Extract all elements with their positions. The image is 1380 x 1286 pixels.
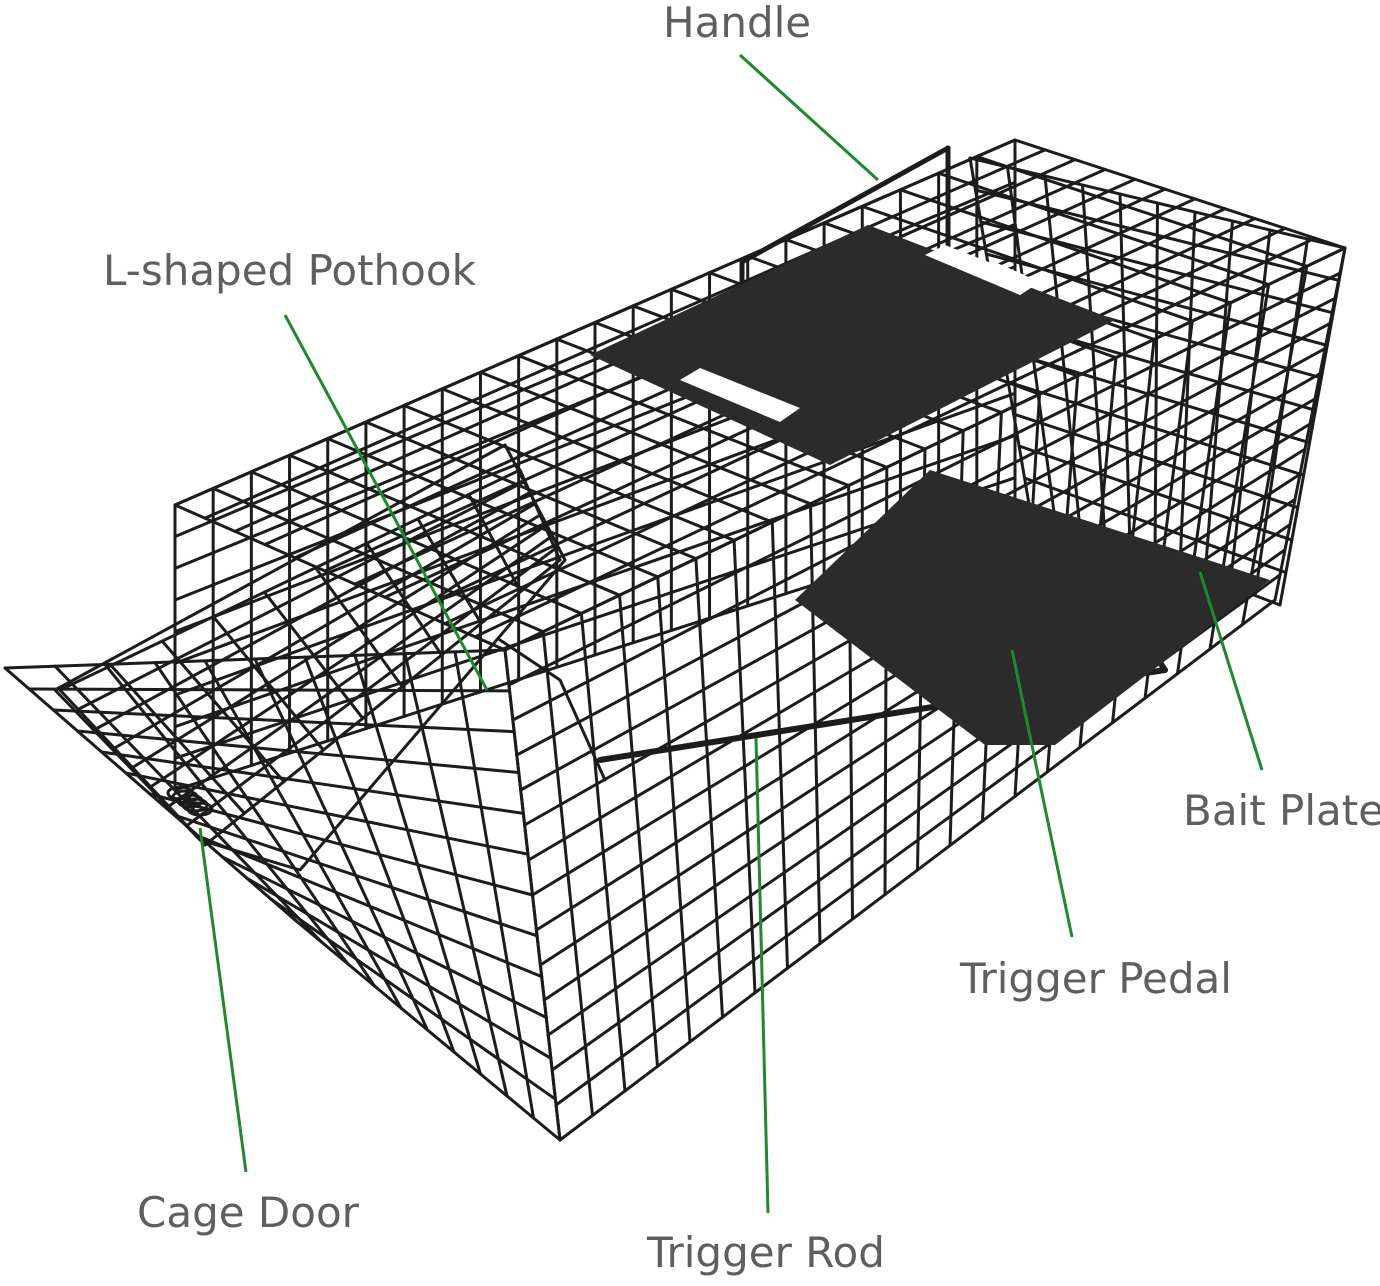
- mesh-wire-end: [1001, 348, 1312, 445]
- mesh-wire-top: [173, 503, 507, 652]
- mesh-wire-floor: [293, 918, 562, 1142]
- bait-plate: [795, 470, 1270, 745]
- mesh-wire-end: [1006, 380, 1306, 477]
- mesh-wire-front: [558, 598, 1277, 1142]
- mesh-wire-top: [173, 138, 1017, 507]
- mesh-wire-floor: [76, 729, 521, 774]
- top-plate: [590, 225, 1115, 465]
- leader-bait-plate: [1198, 571, 1264, 771]
- mesh-wire-door: [94, 491, 532, 731]
- leader-trigger-pedal: [1010, 649, 1074, 938]
- mesh-wire-top: [898, 188, 1232, 305]
- mesh-wire-floor: [100, 750, 525, 815]
- mesh-wire-top: [326, 437, 660, 579]
- mesh-wire-top: [975, 155, 1309, 268]
- mesh-wire-end: [1043, 174, 1082, 531]
- mesh-wire-back: [173, 391, 1017, 697]
- mesh-wire-floor: [245, 876, 553, 1060]
- mesh-wire-top: [203, 148, 1047, 520]
- cage-plates: [590, 225, 1270, 745]
- mesh-wire-floor: [172, 813, 539, 938]
- mesh-wire-top: [364, 420, 698, 561]
- mesh-wire-top: [288, 453, 622, 597]
- mesh-wire-floor: [269, 897, 557, 1101]
- mesh-wire-top: [478, 370, 812, 506]
- mesh-wire-door: [58, 468, 522, 692]
- mesh-wire-top: [440, 387, 774, 524]
- mesh-wire-floor: [3, 648, 507, 670]
- mesh-wire-floor: [51, 708, 516, 734]
- mesh-wire-floor: [27, 687, 512, 693]
- mesh-wire-top: [1013, 138, 1347, 250]
- mesh-wire-floor: [221, 855, 548, 1019]
- label-handle: Handle: [663, 0, 812, 47]
- mesh-wire-end: [1012, 412, 1300, 510]
- mesh-wire-door: [112, 502, 537, 750]
- top-plate-slot-3: [975, 262, 1040, 295]
- mesh-wire-door: [76, 479, 527, 711]
- mesh-wire-top: [517, 354, 851, 488]
- leader-trigger-rod: [754, 737, 770, 1214]
- mesh-wire-top: [860, 204, 1194, 323]
- mesh-wire-floor: [124, 771, 530, 856]
- leader-cage-door: [198, 827, 248, 1173]
- mesh-wire-top: [249, 470, 583, 615]
- top-plate-slot-1: [680, 368, 800, 422]
- label-trigger-pedal: Trigger Pedal: [960, 954, 1232, 1003]
- mesh-wire-end: [1118, 192, 1132, 550]
- label-trigger-rod: Trigger Rod: [647, 1228, 885, 1277]
- door-spring-coil: [186, 801, 214, 817]
- label-bait-plate: Bait Plate: [1183, 786, 1380, 835]
- mesh-wire-door: [203, 558, 562, 847]
- leader-l-shaped-pothook: [283, 314, 489, 691]
- l-shaped-pothook: [498, 638, 607, 782]
- mesh-wire-door: [131, 513, 542, 769]
- mesh-wire-door: [185, 547, 557, 828]
- mesh-wire-end: [968, 156, 1347, 250]
- mesh-wire-top: [402, 403, 736, 542]
- mesh-wire-door: [149, 524, 547, 789]
- label-cage-door: Cage Door: [137, 1188, 359, 1237]
- door-frame: [53, 443, 567, 872]
- mesh-wire-floor: [196, 834, 544, 979]
- mesh-wire-end: [1081, 183, 1107, 540]
- label-l-shaped-pothook: L-shaped Pothook: [103, 246, 476, 295]
- mesh-wire-floor: [148, 792, 534, 897]
- mesh-wire-front: [503, 246, 1347, 652]
- mesh-wire-end: [1203, 219, 1234, 578]
- mesh-wire-door: [167, 536, 552, 808]
- leader-handle: [738, 53, 880, 182]
- handle-bar: [739, 145, 951, 265]
- leader-lines: [198, 53, 1264, 1214]
- mesh-wire-top: [937, 171, 1271, 287]
- mesh-wire-top: [473, 236, 1317, 639]
- mesh-wire-end: [1153, 201, 1159, 559]
